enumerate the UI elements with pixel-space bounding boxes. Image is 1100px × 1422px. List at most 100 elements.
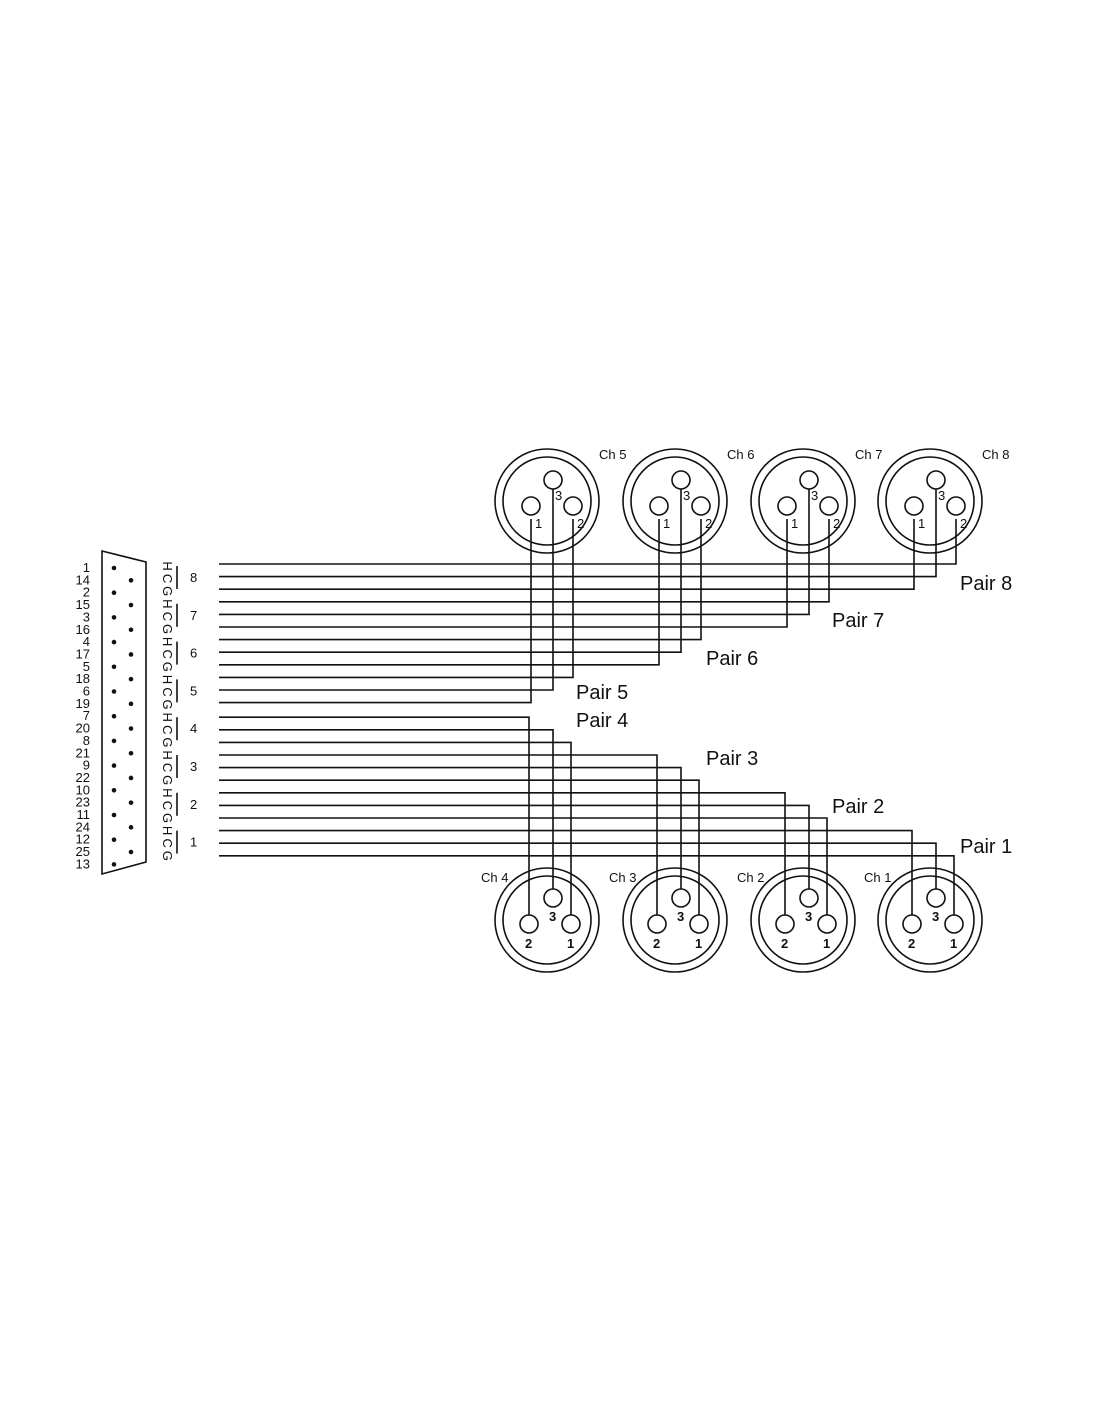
xlr-outer-ring <box>877 867 983 973</box>
db25-pin-label: 9 <box>83 758 90 773</box>
xlr-pin-label: 3 <box>805 909 812 924</box>
wire <box>219 489 810 616</box>
wire <box>219 519 532 704</box>
xlr-inner-ring <box>630 456 720 546</box>
group-number: 7 <box>190 608 197 623</box>
db25-pin-label: 7 <box>83 708 90 723</box>
xlr-inner-ring <box>502 456 592 546</box>
xlr-pin-label: 1 <box>567 936 574 951</box>
db25-shell <box>101 549 147 876</box>
signal-label: C <box>160 725 175 734</box>
xlr-pin <box>944 914 964 934</box>
db25-pin-dot <box>128 652 134 657</box>
xlr-outer-ring <box>750 448 856 554</box>
wire <box>219 519 957 565</box>
wire <box>219 489 682 654</box>
wire <box>219 817 828 918</box>
xlr-pin <box>647 914 667 934</box>
xlr-pin-label: 3 <box>938 488 945 503</box>
xlr-pin <box>691 496 711 516</box>
xlr-pin-label: 1 <box>950 936 957 951</box>
wire <box>219 854 955 918</box>
xlr-pin-label: 1 <box>535 516 542 531</box>
xlr-pin-label: 3 <box>677 909 684 924</box>
signal-label: C <box>160 763 175 772</box>
signal-label: C <box>160 650 175 659</box>
xlr-pin-label: 3 <box>811 488 818 503</box>
xlr-channel-label: Ch 8 <box>982 447 1009 462</box>
xlr-outer-ring <box>494 448 600 554</box>
db25-pin-label: 11 <box>77 807 91 822</box>
db25-pin-dots <box>111 565 134 867</box>
signal-label: C <box>160 839 175 848</box>
db25-pin-label: 3 <box>83 609 90 624</box>
signal-label: G <box>160 851 175 861</box>
xlr-outer-ring <box>877 448 983 554</box>
group-number: 6 <box>190 646 197 661</box>
db25-pin-dot <box>111 713 117 719</box>
wire <box>219 842 937 896</box>
xlr-pin <box>902 914 922 934</box>
wires <box>219 489 957 918</box>
group-number: 8 <box>190 570 197 585</box>
db25-pin-label: 15 <box>76 597 90 612</box>
db25-pin-label: 17 <box>76 646 90 661</box>
xlr-pin-label: 1 <box>695 936 702 951</box>
db25-pin-dot <box>111 862 117 867</box>
xlr-pin <box>671 888 691 908</box>
db25-pin-label: 16 <box>76 622 90 637</box>
xlr-pin-label: 2 <box>705 516 712 531</box>
signal-label: H <box>160 675 175 684</box>
xlr-pin-label: 1 <box>823 936 830 951</box>
db25-pin-label: 24 <box>76 819 90 834</box>
group-number: 3 <box>190 759 197 774</box>
db25-pin-dot <box>128 676 134 682</box>
db25-pin-label: 20 <box>76 721 90 736</box>
xlr-pin <box>543 470 563 490</box>
wire <box>219 489 554 691</box>
signal-label: G <box>160 775 175 785</box>
signal-label: G <box>160 624 175 634</box>
xlr-pin <box>689 914 709 934</box>
pair-label: Pair 4 <box>576 710 628 732</box>
xlr-inner-ring <box>630 875 720 965</box>
pair-label: Pair 8 <box>960 573 1012 595</box>
xlr-outer-ring <box>750 867 856 973</box>
db25-pin-label: 5 <box>83 659 90 674</box>
xlr-pin <box>521 496 541 516</box>
xlr-pin-label: 2 <box>577 516 584 531</box>
wire <box>219 741 572 918</box>
signal-label: G <box>160 662 175 672</box>
pair-label: Pair 1 <box>960 836 1012 858</box>
xlr-pin-label: 2 <box>781 936 788 951</box>
pair-label: Pair 2 <box>832 796 884 818</box>
xlr-inner-ring <box>885 456 975 546</box>
db25-pin-dot <box>128 602 134 608</box>
signal-label: H <box>160 713 175 722</box>
db25-pin-dot <box>128 775 134 781</box>
db25-pin-dot <box>128 849 134 855</box>
db25-pin-dot <box>111 615 117 620</box>
xlr-pin <box>649 496 669 516</box>
db25-pin-label: 23 <box>76 795 90 810</box>
db25-pin-label: 18 <box>76 671 90 686</box>
signal-label: H <box>160 561 175 570</box>
wire <box>219 779 700 918</box>
signal-label: G <box>160 813 175 823</box>
wire <box>219 519 788 628</box>
xlr-outer-ring <box>622 867 728 973</box>
db25-pin-dot <box>111 812 117 818</box>
xlr-pin-label: 3 <box>549 909 556 924</box>
xlr-pin <box>561 914 581 934</box>
wire <box>219 716 530 918</box>
db25-pin-label: 25 <box>76 844 90 859</box>
db25-pin-label: 12 <box>76 832 90 847</box>
db25-pin-dot <box>111 837 117 842</box>
